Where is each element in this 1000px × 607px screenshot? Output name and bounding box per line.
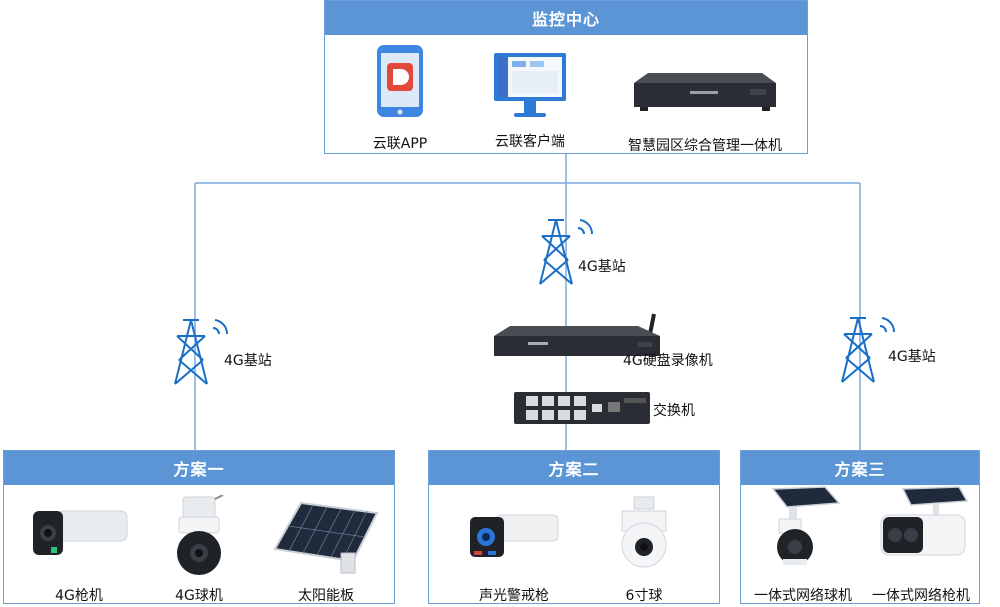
speed-dome-camera-icon <box>177 495 224 575</box>
network-switch-icon <box>514 392 650 424</box>
plan-item-label: 声光警戒枪 <box>479 588 549 604</box>
plan-item: 4G球机 <box>144 491 254 604</box>
bullet-camera-icon <box>33 510 128 555</box>
plan-item-label: 太阳能板 <box>298 588 354 604</box>
plan-item: 太阳能板 <box>266 491 386 604</box>
switch-label: 交换机 <box>653 403 695 419</box>
tower-right-label: 4G基站 <box>888 349 936 365</box>
alarm-bullet-camera-icon <box>470 514 559 557</box>
plan-one-box: 方案一 4G枪机 4G球机 <box>3 450 395 604</box>
nvr-recorder-icon <box>494 313 660 356</box>
plan-three-title: 方案三 <box>741 451 979 485</box>
mobile-app-icon <box>377 45 423 117</box>
plan-item: 4G枪机 <box>24 491 134 604</box>
tower-left-icon <box>174 319 229 385</box>
tower-left-label: 4G基站 <box>224 353 272 369</box>
monitoring-center-box: 监控中心 云联APP 云联客户端 <box>324 0 808 154</box>
plan-item-label: 一体式网络球机 <box>754 588 852 604</box>
plan-item-label: 一体式网络枪机 <box>872 588 970 604</box>
center-item-label: 云联APP <box>372 136 428 152</box>
center-item-label: 云联客户端 <box>495 134 565 150</box>
plan-one-title: 方案一 <box>4 451 394 485</box>
server-appliance-icon <box>634 73 776 111</box>
solar-panel-icon <box>273 501 379 574</box>
center-item-label: 智慧园区综合管理一体机 <box>628 138 782 154</box>
plan-two-title: 方案二 <box>429 451 719 485</box>
solar-bullet-camera-icon <box>880 486 969 556</box>
tower-center-icon <box>539 219 594 285</box>
plan-item: 一体式网络枪机 <box>863 485 979 604</box>
nvr-label: 4G硬盘录像机 <box>623 353 713 369</box>
center-item-app: 云联APP <box>345 41 455 152</box>
plan-item: 一体式网络球机 <box>745 485 861 604</box>
plan-item-label: 4G枪机 <box>55 588 103 604</box>
monitoring-center-title: 监控中心 <box>325 1 807 35</box>
center-item-appliance: 智慧园区综合管理一体机 <box>610 41 800 154</box>
plan-item-label: 4G球机 <box>175 588 223 604</box>
plan-item-label: 6寸球 <box>625 588 663 604</box>
tower-right-icon <box>841 317 896 383</box>
dome-ball-camera-icon <box>621 496 667 568</box>
plan-item: 声光警戒枪 <box>449 491 579 604</box>
solar-dome-camera-icon <box>771 486 841 565</box>
tower-center-label: 4G基站 <box>578 259 626 275</box>
plan-three-box: 方案三 一体式网络球机 一体式网络枪机 <box>740 450 980 604</box>
center-item-client: 云联客户端 <box>475 41 585 151</box>
desktop-monitor-icon <box>494 53 566 117</box>
plan-item: 6寸球 <box>589 491 699 604</box>
plan-two-box: 方案二 声光警戒枪 6寸球 <box>428 450 720 604</box>
